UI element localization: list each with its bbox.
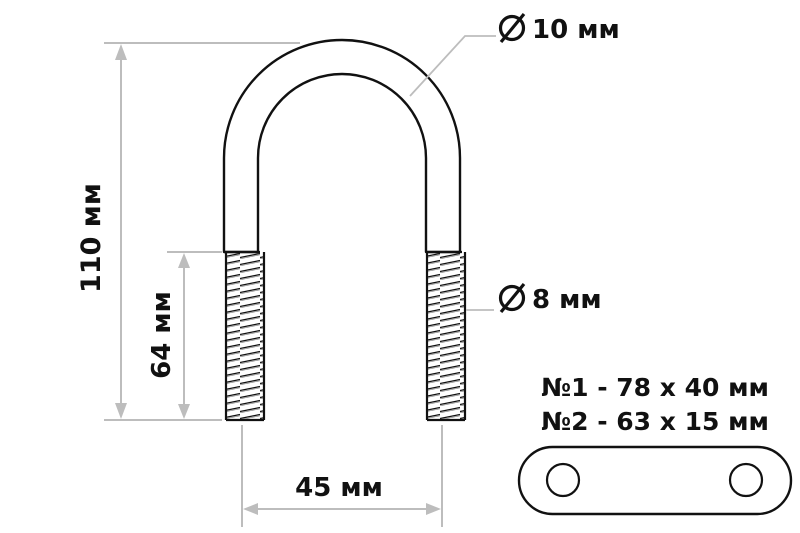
thread-length-dimension: [167, 251, 222, 419]
plate-spec-2: №2 - 63 x 15 мм: [541, 407, 769, 436]
thread-diameter-label: 8 мм: [532, 285, 602, 315]
rod-diameter-label: 10 мм: [532, 15, 620, 45]
rod-diameter-leader: [409, 35, 496, 97]
thread-length-label: 64 мм: [147, 291, 177, 379]
mounting-plate: [517, 445, 793, 516]
diameter-icon: [498, 282, 526, 314]
width-dimension: [241, 425, 443, 527]
plate-outline: [517, 445, 793, 516]
height-dimension: [104, 42, 300, 421]
plate-hole-right: [728, 462, 764, 498]
thread-left: [224, 250, 266, 422]
u-bolt: [222, 38, 462, 254]
height-label: 110 мм: [76, 183, 107, 293]
diameter-icon: [498, 12, 526, 44]
u-bolt-outline: [222, 38, 462, 254]
plate-spec-1: №1 - 78 x 40 мм: [541, 373, 769, 402]
plate-hole-left: [545, 462, 581, 498]
width-label: 45 мм: [295, 473, 383, 503]
thread-right: [425, 250, 467, 422]
